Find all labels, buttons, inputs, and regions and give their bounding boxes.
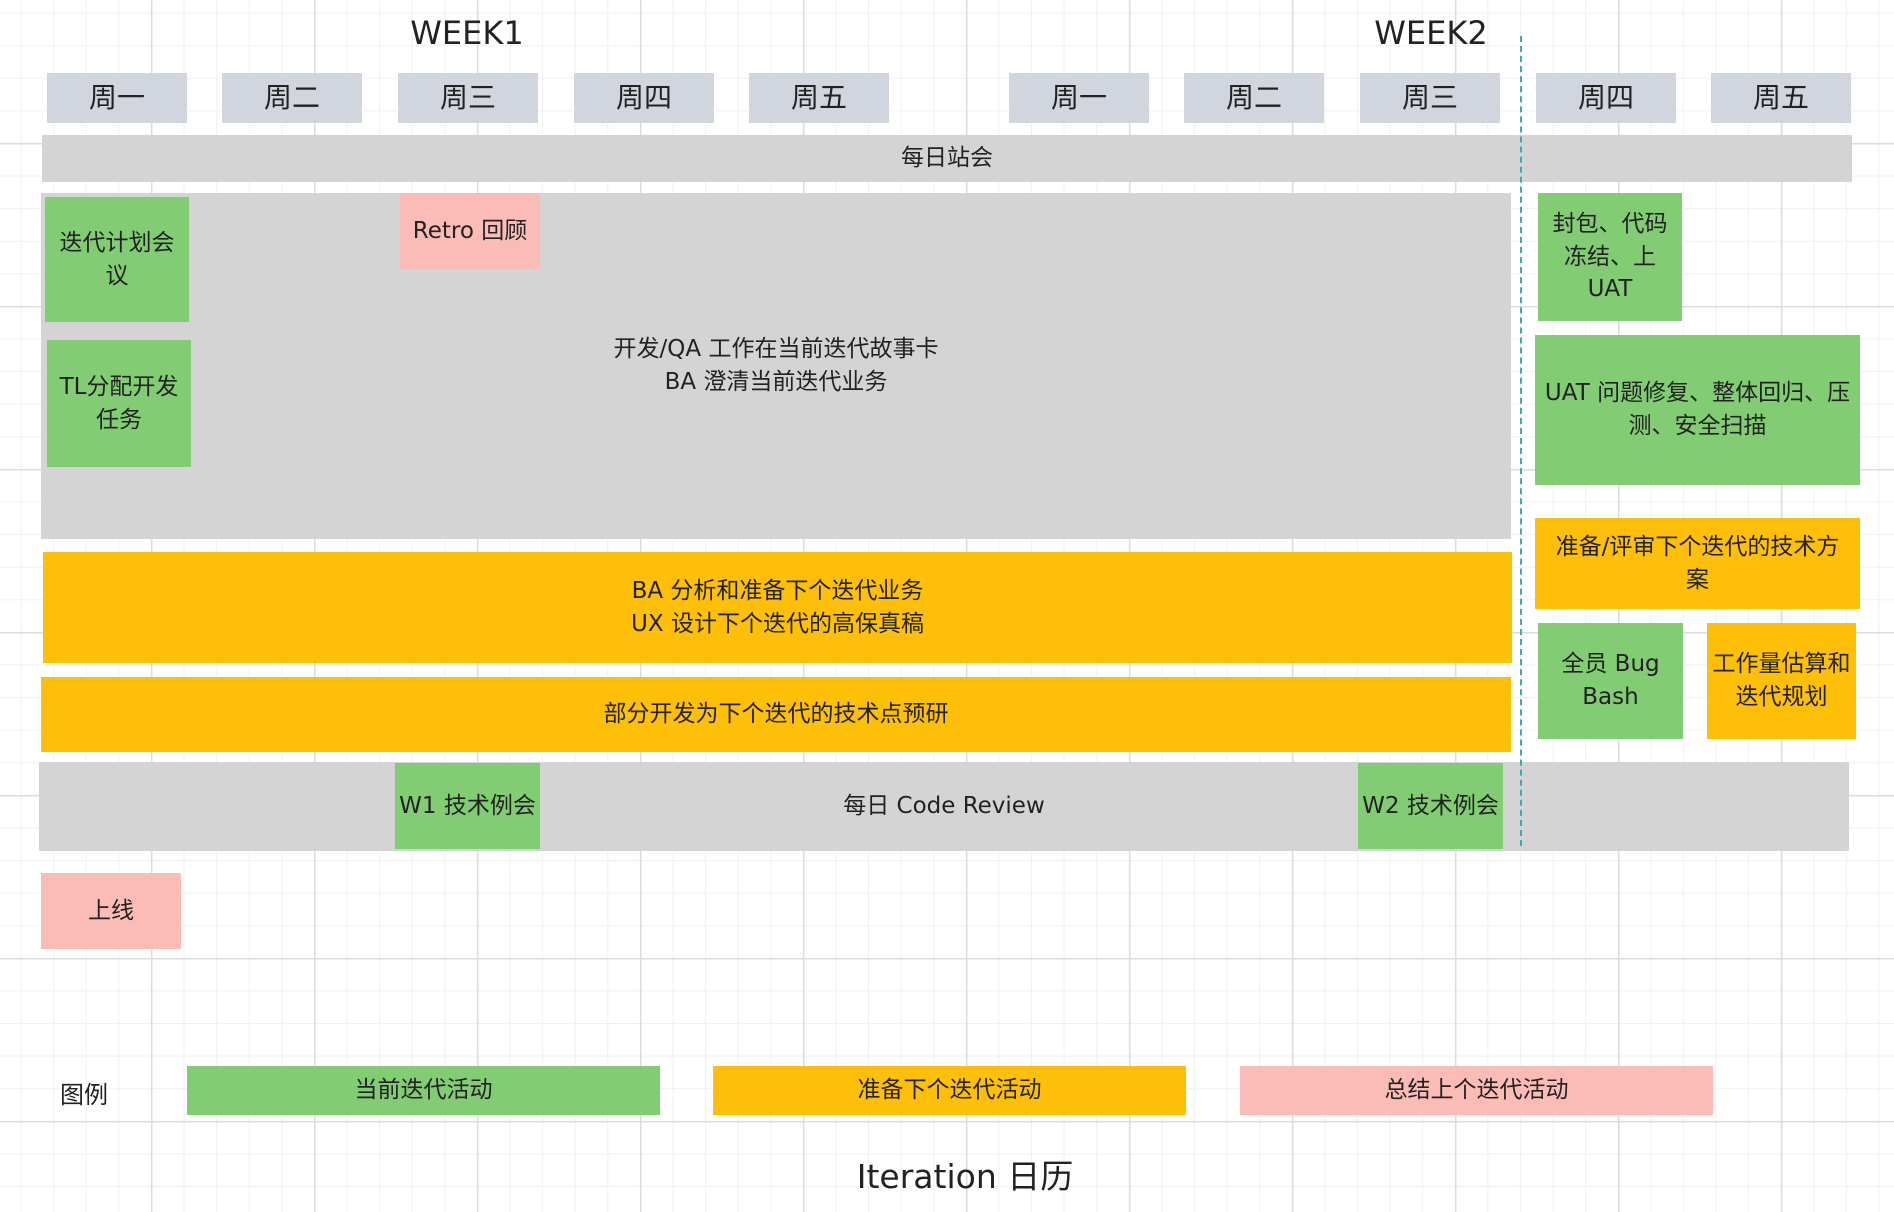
day-header: 周一 [1009,73,1149,123]
ba-ux-next-bar: BA 分析和准备下个迭代业务 UX 设计下个迭代的高保真稿 [43,552,1512,663]
day-header: 周五 [749,73,889,123]
legend-label: 图例 [60,1081,108,1109]
retro-card: Retro 回顾 [400,193,540,269]
week-divider [1520,36,1522,846]
day-header: 周三 [1360,73,1500,123]
day-header: 周四 [1536,73,1676,123]
legend-current: 当前迭代活动 [187,1066,660,1115]
legend-next: 准备下个迭代活动 [713,1066,1186,1115]
iteration-planning-card: 迭代计划会 议 [45,197,189,322]
estimation-card: 工作量估算和 迭代规划 [1707,623,1856,739]
tl-assign-card: TL分配开发 任务 [47,340,191,467]
day-header: 周一 [47,73,187,123]
release-card: 上线 [41,873,181,949]
day-header: 周四 [574,73,714,123]
uat-fix-card: UAT 问题修复、整体回归、压 测、安全扫描 [1535,335,1860,485]
dev-qa-block: 开发/QA 工作在当前迭代故事卡 BA 澄清当前迭代业务 [41,193,1511,539]
tech-research-bar: 部分开发为下个迭代的技术点预研 [41,677,1511,752]
bug-bash-card: 全员 Bug Bash [1538,623,1683,739]
day-header: 周二 [222,73,362,123]
code-review-bar: 每日 Code Review [39,762,1849,851]
legend-previous: 总结上个迭代活动 [1240,1066,1713,1115]
week2-label: WEEK2 [1374,14,1488,52]
diagram-title: Iteration 日历 [856,1157,1074,1196]
tech-review-next-card: 准备/评审下个迭代的技术方 案 [1535,518,1860,609]
day-header: 周二 [1184,73,1324,123]
day-header: 周五 [1711,73,1851,123]
w1-tech-meeting-card: W1 技术例会 [395,763,540,849]
daily-standup-bar: 每日站会 [42,135,1852,182]
w2-tech-meeting-card: W2 技术例会 [1358,763,1503,849]
week1-label: WEEK1 [410,14,524,52]
day-header: 周三 [398,73,538,123]
package-freeze-card: 封包、代码 冻结、上 UAT [1538,193,1682,321]
